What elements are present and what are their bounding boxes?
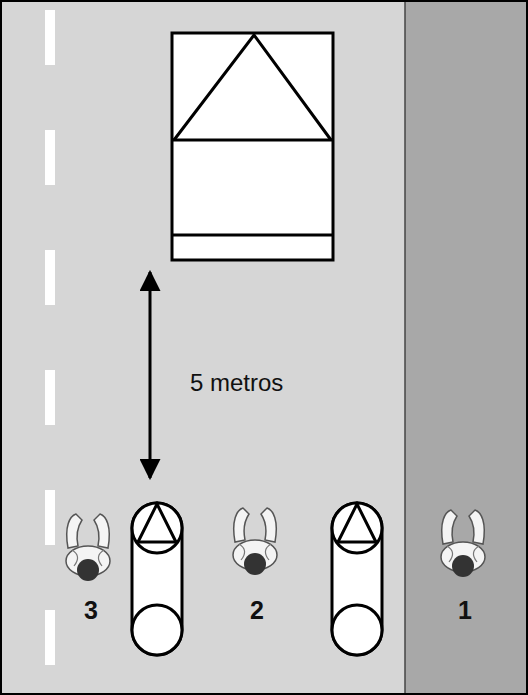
person-icon (441, 510, 485, 577)
dimension-arrow (149, 272, 152, 478)
callout-number: 2 (250, 598, 264, 623)
motorcycle (132, 503, 182, 655)
person-icon (233, 508, 277, 575)
callout-number: 1 (458, 598, 472, 623)
car (172, 33, 333, 260)
motorcycle (332, 503, 382, 655)
callout-number: 3 (84, 598, 98, 623)
dimension-label: 5 metros (190, 371, 283, 395)
road-lane (0, 0, 405, 695)
lane-edge (404, 0, 406, 695)
road-shoulder (405, 0, 528, 695)
person-icon (66, 514, 110, 581)
lane-marking (45, 10, 55, 695)
